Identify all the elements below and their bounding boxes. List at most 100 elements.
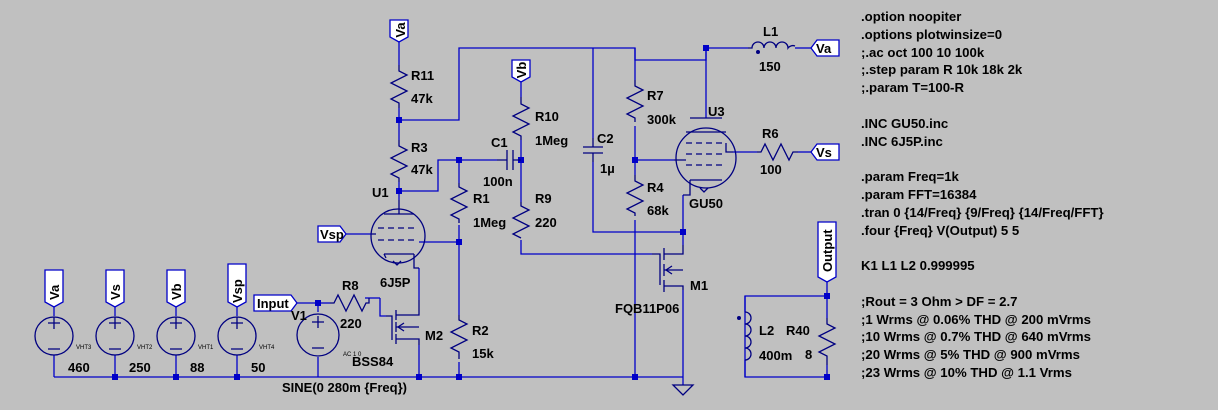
label-c2-value: 1µ xyxy=(600,161,615,176)
directive-line: .INC 6J5P.inc xyxy=(861,133,943,149)
inductor-l1[interactable] xyxy=(748,41,796,54)
resistor-r1 xyxy=(449,183,469,223)
label-l2-ref: L2 xyxy=(759,323,774,338)
tube-u3[interactable] xyxy=(674,117,737,196)
net-tag-input-label: Input xyxy=(257,296,289,311)
supply-source-vb[interactable] xyxy=(156,316,196,356)
supply-source-vsp[interactable] xyxy=(217,316,257,356)
net-tag-vs-right-label: Vs xyxy=(816,145,832,160)
net-tag-vs-right[interactable]: Vs xyxy=(810,143,840,161)
directive-line: ;.param T=100-R xyxy=(861,80,964,96)
supply-vsp-inst: VHT4 xyxy=(259,345,275,351)
label-r3-ref: R3 xyxy=(411,140,428,155)
directive-line: ;Rout = 3 Ohm > DF = 2.7 xyxy=(861,293,1018,309)
capacitor-c1[interactable] xyxy=(497,150,521,170)
junction-dots xyxy=(112,45,830,380)
resistor-r7 xyxy=(625,80,645,122)
net-tag-va-supply-label: Va xyxy=(47,284,62,300)
label-r11-value: 47k xyxy=(411,91,433,106)
net-tag-va-top[interactable]: Va xyxy=(389,19,409,43)
ground-icon xyxy=(671,384,695,396)
resistor-r4 xyxy=(625,175,645,216)
directive-line: .option noopiter xyxy=(861,9,962,24)
label-r9-ref: R9 xyxy=(535,191,552,206)
net-tag-va-right[interactable]: Va xyxy=(810,39,840,57)
label-c1-value: 100n xyxy=(483,174,513,189)
wires xyxy=(53,42,828,385)
resistor-r11 xyxy=(389,65,409,108)
label-r1-value: 1Meg xyxy=(473,215,506,230)
label-r8-ref: R8 xyxy=(342,278,359,293)
directive-line xyxy=(861,150,1104,168)
directive-line: .four {Freq} V(Output) 5 5 xyxy=(861,222,1020,238)
supply-source-vs[interactable] xyxy=(95,316,135,356)
net-tag-vs-supply-label: Vs xyxy=(108,284,123,300)
label-r2-ref: R2 xyxy=(472,323,489,338)
resistors[interactable] xyxy=(330,65,837,365)
directive-line xyxy=(861,97,1104,115)
net-tag-vb-top[interactable]: Vb xyxy=(511,59,531,83)
label-r4-ref: R4 xyxy=(647,180,664,195)
voltage-source-v1[interactable] xyxy=(296,313,340,357)
supply-vs-inst: VHT2 xyxy=(137,345,153,351)
net-tag-va-top-label: Va xyxy=(393,22,408,38)
label-r40-value: 8 xyxy=(805,347,812,362)
net-tag-output-label: Output xyxy=(820,229,835,272)
label-r9-value: 220 xyxy=(535,215,557,230)
directive-line: ;.step param R 10k 18k 2k xyxy=(861,62,1023,78)
supply-vb-inst: VHT1 xyxy=(198,345,214,351)
label-r6-ref: R6 xyxy=(762,126,779,141)
net-tag-vb-top-label: Vb xyxy=(514,62,529,79)
capacitor-c2[interactable] xyxy=(583,138,603,162)
label-u3-ref: U3 xyxy=(708,104,725,119)
supply-labels: VHT3 460 VHT2 250 VHT1 88 VHT4 50 xyxy=(68,345,275,375)
label-r7-value: 300k xyxy=(647,112,677,127)
directive-line: .options plotwinsize=0 xyxy=(861,26,1003,42)
resistor-r10 xyxy=(511,97,531,140)
supply-vs-value: 250 xyxy=(129,360,151,375)
label-m2-ref: M2 xyxy=(425,328,443,343)
label-r1-ref: R1 xyxy=(473,191,490,206)
supply-source-va[interactable] xyxy=(34,316,74,356)
net-tag-input[interactable]: Input xyxy=(253,294,298,312)
label-v1-ref: V1 xyxy=(291,308,307,323)
tube-u1[interactable] xyxy=(370,200,426,269)
directive-line: ;20 Wrms @ 5% THD @ 900 mVrms xyxy=(861,347,1080,363)
label-r4-value: 68k xyxy=(647,203,669,218)
label-r40-ref: R40 xyxy=(786,323,810,338)
label-u1-ref: U1 xyxy=(372,185,389,200)
label-v1-ac: AC 1 0 xyxy=(343,352,362,358)
directive-line xyxy=(861,275,1104,293)
label-l1-value: 150 xyxy=(759,59,781,74)
net-tag-vsp-grid[interactable]: Vsp xyxy=(317,225,347,243)
resistor-r2 xyxy=(449,315,469,359)
net-tag-vb-supply[interactable]: Vb xyxy=(166,269,186,308)
resistor-r9 xyxy=(511,202,531,239)
label-m2-value: BSS84 xyxy=(352,354,394,369)
inductor-l2[interactable] xyxy=(737,311,752,361)
label-m1-value: FQB11P06 xyxy=(615,301,679,316)
label-m1-ref: M1 xyxy=(690,278,708,293)
directive-line: .INC GU50.inc xyxy=(861,115,949,131)
directive-line: .tran 0 {14/Freq} {9/Freq} {14/Freq/FFT} xyxy=(861,204,1104,220)
mosfet-m1[interactable] xyxy=(652,245,684,292)
label-r10-value: 1Meg xyxy=(535,133,568,148)
label-l1-ref: L1 xyxy=(763,24,778,39)
net-tag-va-supply[interactable]: Va xyxy=(44,269,64,308)
label-r3-value: 47k xyxy=(411,162,433,177)
net-tag-vsp-supply-label: Vsp xyxy=(230,279,245,303)
directive-line: ;10 Wrms @ 0.7% THD @ 640 mVrms xyxy=(861,329,1091,345)
label-u3-value: GU50 xyxy=(689,196,723,211)
directive-line: .param FFT=16384 xyxy=(861,186,977,202)
resistor-r40 xyxy=(817,318,837,365)
net-tag-vsp-supply[interactable]: Vsp xyxy=(227,263,247,308)
spice-directives[interactable]: .option noopiter .options plotwinsize=0 … xyxy=(861,8,1104,382)
label-r2-value: 15k xyxy=(472,346,494,361)
net-tag-output[interactable]: Output xyxy=(817,221,837,283)
resistor-r8 xyxy=(330,293,370,313)
mosfet-m2[interactable] xyxy=(386,300,420,345)
resistor-r3 xyxy=(389,140,409,182)
net-tag-vs-supply[interactable]: Vs xyxy=(105,269,125,308)
directive-line: ;23 Wrms @ 10% THD @ 1.1 Vrms xyxy=(861,364,1072,380)
